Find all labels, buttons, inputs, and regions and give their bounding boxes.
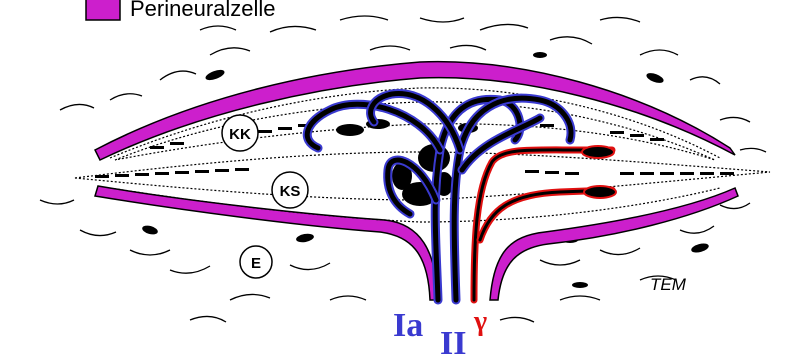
label-kk-text: KK	[229, 126, 251, 143]
legend-swatch	[86, 0, 120, 20]
label-ks-text: KS	[280, 183, 301, 200]
label-tem: TEM	[650, 275, 687, 294]
label-kk: KK	[222, 115, 258, 151]
legend-label: Perineuralzelle	[130, 0, 276, 21]
label-ii: II	[440, 325, 466, 358]
label-ia: Ia	[393, 307, 423, 344]
label-gamma: γ	[473, 306, 487, 337]
label-ks: KS	[272, 172, 308, 208]
label-e: E	[240, 246, 272, 278]
label-e-text: E	[251, 255, 261, 272]
